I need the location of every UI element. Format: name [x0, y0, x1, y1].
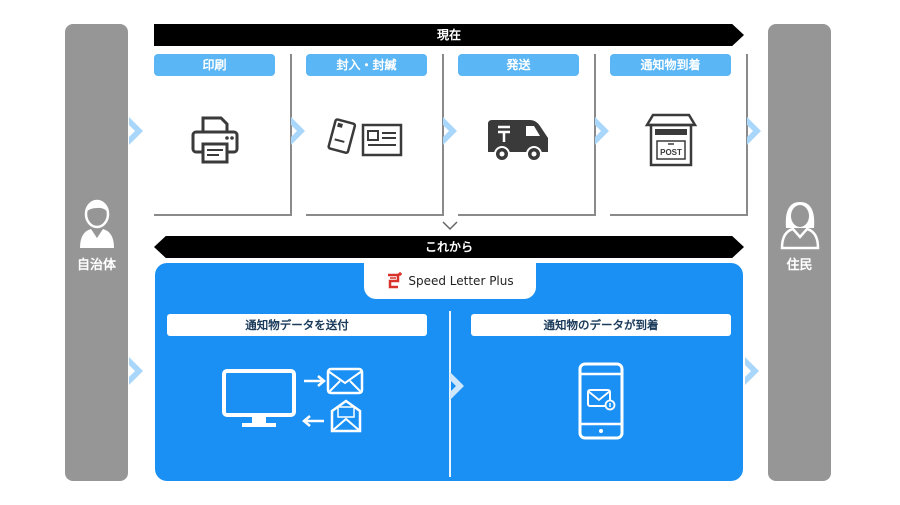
step-enclose-seal: 封入・封緘 [306, 54, 444, 216]
step-arrival-label: 通知物到着 [610, 54, 731, 76]
speed-letter-plus-logo [388, 272, 403, 289]
step-dispatch-label: 発送 [458, 54, 579, 76]
chevron-right-icon [443, 117, 457, 145]
monitor-mail-icon [222, 367, 364, 433]
resident-label: 住民 [786, 258, 813, 273]
svg-text:POST: POST [660, 148, 682, 157]
chevron-right-icon [129, 357, 143, 385]
brand-name: Speed Letter Plus [408, 274, 514, 288]
chevron-down-icon [442, 221, 458, 231]
chevron-right-icon [595, 117, 609, 145]
chevron-right-icon [745, 357, 759, 385]
municipality-column: 自治体 [65, 24, 128, 481]
chevron-right-icon [129, 117, 143, 145]
municipality-label: 自治体 [76, 258, 116, 273]
smartphone-mail-icon [578, 362, 624, 440]
future-banner: これから [154, 236, 744, 258]
postal-van-icon [487, 120, 548, 162]
chevron-right-icon [747, 117, 761, 145]
step-enclose-seal-label: 封入・封緘 [306, 54, 427, 76]
chevron-right-icon [291, 117, 305, 145]
step-arrival: 通知物到着 POST [610, 54, 748, 216]
step-print-label: 印刷 [154, 54, 275, 76]
send-data-label: 通知物データを送付 [167, 314, 427, 336]
printer-icon [191, 116, 238, 164]
resident-column: 住民 [768, 24, 831, 481]
envelope-postcard-icon [326, 118, 402, 157]
step-print: 印刷 [154, 54, 292, 216]
female-user-icon [780, 202, 819, 250]
municipality-actor: 自治体 [65, 198, 128, 273]
chevron-right-icon [450, 372, 464, 400]
step-dispatch: 発送 [458, 54, 596, 216]
current-banner: 現在 [154, 24, 744, 46]
brand-tab: Speed Letter Plus [364, 263, 536, 299]
post-box-icon: POST [644, 113, 697, 167]
data-arrival-label: 通知物のデータが到着 [471, 314, 731, 336]
resident-actor: 住民 [768, 198, 831, 273]
male-user-icon [79, 199, 114, 248]
